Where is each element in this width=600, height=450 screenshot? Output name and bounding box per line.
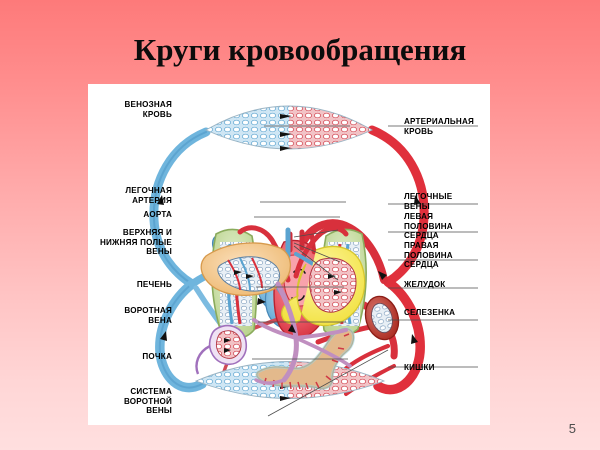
label-kidney: ПОЧКА: [142, 352, 172, 361]
slide-page-number: 5: [568, 421, 576, 436]
label-pulmonary-veins: ЛЕГОЧНЫЕ ВЕНЫ: [404, 192, 453, 211]
stomach-organ: [281, 245, 366, 327]
portal-vein-system: [252, 281, 352, 385]
leader-lines-right: [388, 125, 478, 368]
label-vena-cava: ВЕРХНЯЯ И НИЖНЯЯ ПОЛЫЕ ВЕНЫ: [99, 228, 172, 257]
kidney-organ: [195, 324, 248, 375]
label-portal-vein: ВОРОТНАЯ ВЕНА: [124, 306, 172, 325]
spleen-organ: [364, 295, 400, 341]
diagram-panel: ВЕНОЗНАЯ КРОВЬ ЛЕГОЧНАЯ АРТЕРИЯ АОРТА ВЕ…: [88, 84, 490, 425]
label-spleen: СЕЛЕЗЕНКА: [404, 308, 456, 317]
leader-lines-left: [252, 125, 389, 417]
label-liver: ПЕЧЕНЬ: [136, 280, 172, 289]
label-portal-vein-system: СИСТЕМА ВОРОТНОЙ ВЕНЫ: [123, 387, 172, 416]
label-intestines: КИШКИ: [404, 363, 435, 372]
circulatory-system-illustration: [149, 105, 478, 417]
intestines-organ: [255, 327, 355, 390]
label-left-heart-half: ЛЕВАЯ ПОЛОВИНА СЕРДЦА: [404, 212, 453, 241]
page-title: Круги кровообращения: [133, 32, 467, 67]
label-pulmonary-artery: ЛЕГОЧНАЯ АРТЕРИЯ: [125, 186, 172, 205]
label-arterial-blood: АРТЕРИАЛЬНАЯ КРОВЬ: [404, 117, 475, 136]
upper-capillary-bed: [205, 105, 373, 151]
label-venous-blood: ВЕНОЗНАЯ КРОВЬ: [124, 100, 172, 119]
label-right-heart-half: ПРАВАЯ ПОЛОВИНА СЕРДЦА: [404, 241, 453, 270]
label-aorta: АОРТА: [143, 210, 172, 219]
label-stomach: ЖЕЛУДОК: [404, 280, 446, 289]
liver-organ: [200, 242, 291, 296]
